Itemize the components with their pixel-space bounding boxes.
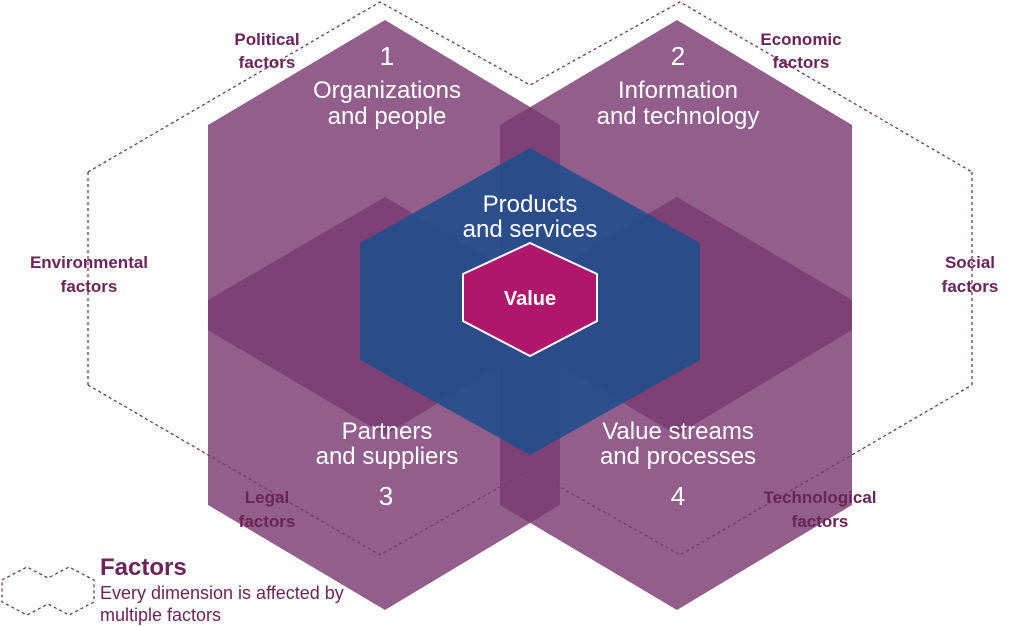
dimension-3-title-line2: and suppliers	[316, 443, 459, 470]
factors-legend: Factors Every dimension is affected by m…	[0, 554, 360, 626]
dimension-3-number: 3	[379, 481, 393, 511]
dimension-1-title-line1: Organizations	[313, 77, 461, 104]
dimension-4-title-line1: Value streams	[602, 418, 754, 445]
social-factors-line2: factors	[942, 277, 999, 296]
technological-factors-line2: factors	[792, 512, 849, 531]
value-label: Value	[504, 288, 556, 310]
dimension-3-title-line1: Partners	[342, 418, 433, 445]
hexagon-value	[462, 241, 598, 358]
products-services-title-line1: Products	[483, 191, 578, 218]
dimension-2-title-line2: and technology	[597, 103, 760, 130]
factors-boundary-top	[87, 1, 973, 173]
economic-factors-line2: factors	[773, 53, 830, 72]
legend-title: Factors	[100, 554, 187, 581]
dimension-1-number: 1	[380, 41, 394, 71]
dashed-hexagon-icon	[1, 566, 95, 616]
dimension-2-title-line1: Information	[618, 77, 738, 104]
technological-factors-line1: Technological	[763, 488, 876, 507]
environmental-factors-line2: factors	[61, 277, 118, 296]
social-factors-line1: Social	[945, 253, 995, 272]
dimension-1-title-line2: and people	[328, 103, 447, 130]
dimension-2-number: 2	[671, 41, 685, 71]
political-factors-line2: factors	[239, 53, 296, 72]
legal-factors-line2: factors	[239, 512, 296, 531]
economic-factors-line1: Economic	[760, 30, 841, 49]
products-services-title-line2: and services	[463, 216, 598, 243]
dimension-4-number: 4	[671, 481, 685, 511]
dimension-4-title-line2: and processes	[600, 443, 756, 470]
political-factors-line1: Political	[234, 30, 299, 49]
legend-description: Every dimension is affected by multiple …	[100, 583, 344, 625]
environmental-factors-line1: Environmental	[30, 253, 148, 272]
legal-factors-line1: Legal	[245, 488, 289, 507]
